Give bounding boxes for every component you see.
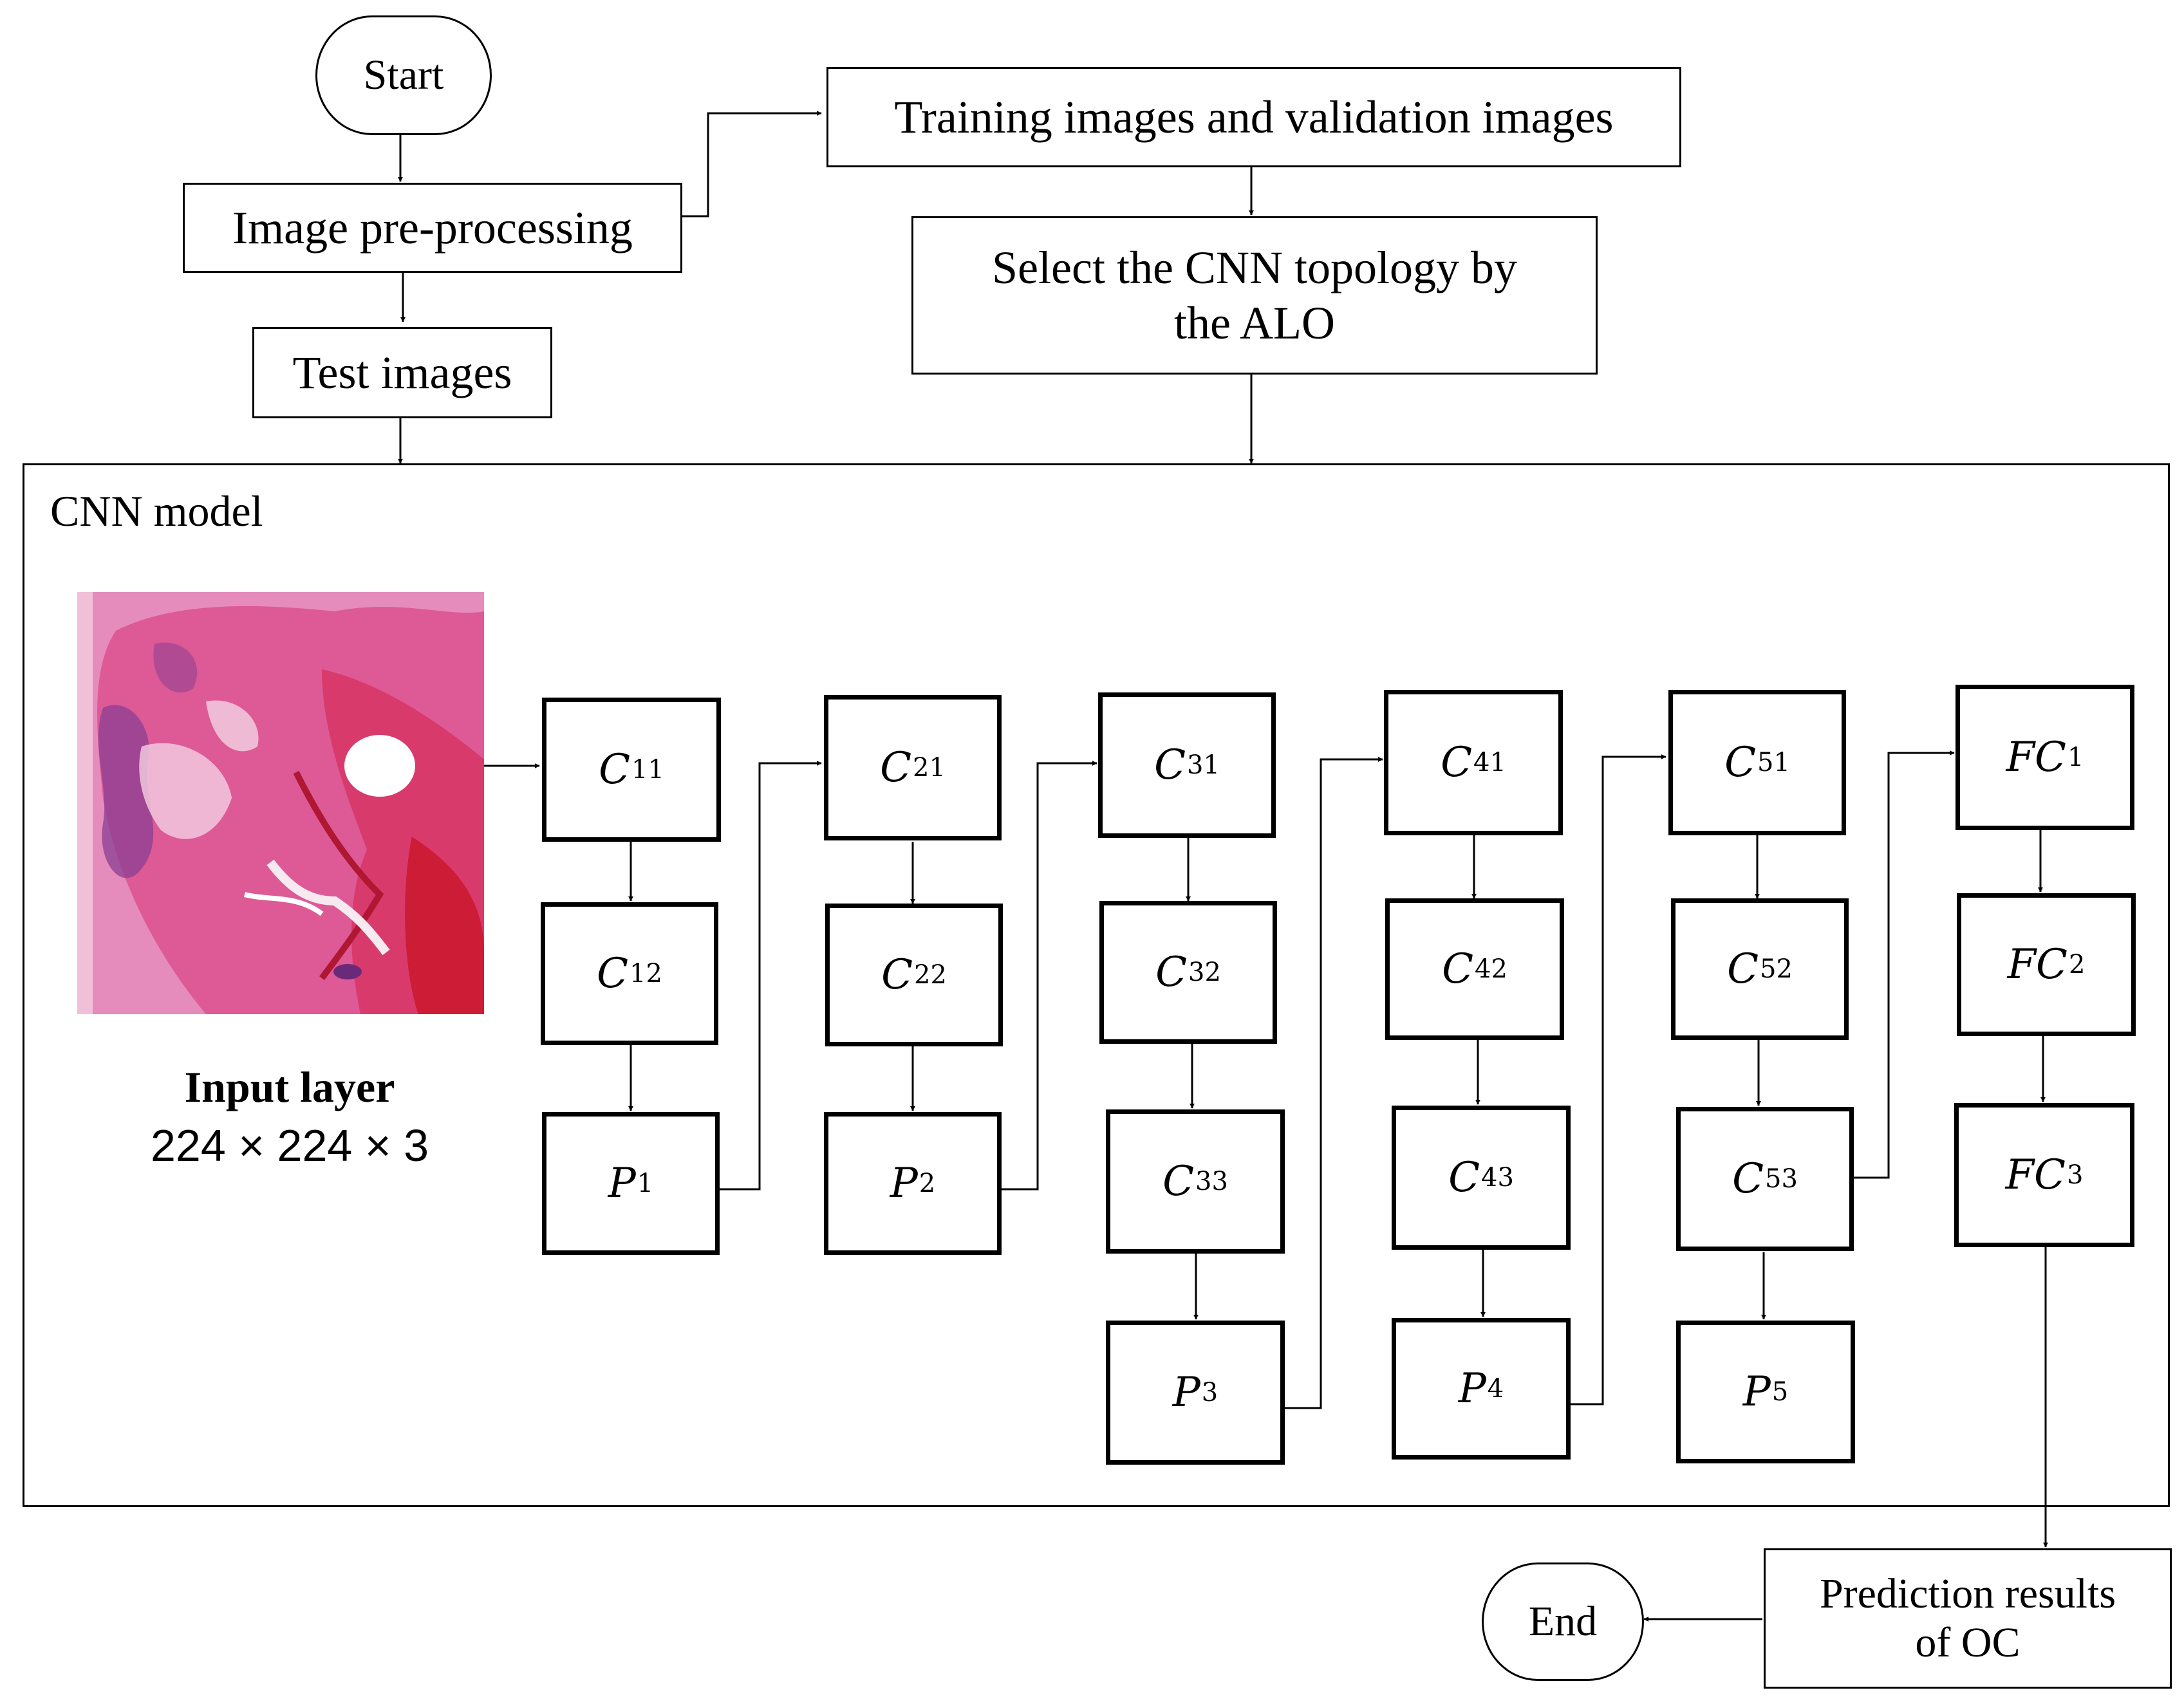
training-validation-label: Training images and validation images xyxy=(894,91,1614,143)
layer-fc2-symbol: FC xyxy=(2007,941,2067,988)
layer-fc3-index: 3 xyxy=(2066,1160,2084,1190)
layer-fc1-symbol: FC xyxy=(2006,734,2066,781)
layer-c32-symbol: C xyxy=(1155,949,1188,996)
layer-p2-index: 2 xyxy=(919,1169,936,1198)
layer-c42-index: 42 xyxy=(1475,954,1507,984)
start-label: Start xyxy=(363,51,444,99)
layer-c51-symbol: C xyxy=(1724,739,1757,786)
layer-c52-symbol: C xyxy=(1727,945,1759,993)
select-topology-box: Select the CNN topology by the ALO xyxy=(911,216,1598,375)
layer-p4-symbol: P xyxy=(1458,1365,1486,1413)
start-terminal: Start xyxy=(315,15,492,135)
layer-p2-symbol: P xyxy=(890,1160,918,1207)
layer-c41-symbol: C xyxy=(1441,739,1473,786)
layer-c21-symbol: C xyxy=(880,744,912,792)
layer-p4-index: 4 xyxy=(1487,1374,1504,1404)
layer-c43-index: 43 xyxy=(1481,1163,1514,1192)
layer-p1-symbol: P xyxy=(608,1160,636,1207)
prediction-results-box: Prediction results of OC xyxy=(1764,1548,2172,1689)
layer-c21-index: 21 xyxy=(913,753,946,783)
cnn-model-container xyxy=(23,463,2170,1507)
cnn-model-title: CNN model xyxy=(50,487,263,535)
select-topology-label-line1: Select the CNN topology by xyxy=(992,241,1517,293)
layer-c12-symbol: C xyxy=(597,950,629,997)
layer-p5-index: 5 xyxy=(1771,1377,1789,1407)
test-images-label: Test images xyxy=(292,346,512,398)
input-histology-image xyxy=(77,592,484,1014)
layer-c11-symbol: C xyxy=(599,746,631,793)
test-images-box: Test images xyxy=(252,327,552,418)
layer-p5-symbol: P xyxy=(1742,1368,1771,1416)
select-topology-label-line2: the ALO xyxy=(1174,297,1335,349)
training-validation-box: Training images and validation images xyxy=(826,67,1681,167)
prediction-results-label-line2: of OC xyxy=(1915,1619,2021,1666)
end-label: End xyxy=(1528,1598,1598,1645)
layer-p3-symbol: P xyxy=(1172,1369,1200,1416)
layer-c42-symbol: C xyxy=(1442,945,1474,993)
layer-c12-index: 12 xyxy=(630,959,662,988)
layer-fc1-index: 1 xyxy=(2067,743,2084,772)
layer-c53-index: 53 xyxy=(1765,1164,1798,1194)
layer-c31-symbol: C xyxy=(1154,741,1186,789)
layer-p1-index: 1 xyxy=(637,1169,654,1198)
layer-c22-index: 22 xyxy=(914,960,947,990)
layer-c53-symbol: C xyxy=(1732,1155,1764,1203)
layer-c41-index: 41 xyxy=(1473,748,1506,777)
layer-c11-index: 11 xyxy=(631,755,664,784)
layer-c52-index: 52 xyxy=(1760,954,1793,984)
prediction-results-label-line1: Prediction results xyxy=(1819,1570,2116,1618)
layer-fc3-symbol: FC xyxy=(2005,1151,2066,1199)
layer-c31-index: 31 xyxy=(1187,750,1220,780)
input-layer-dimensions: 224 × 224 × 3 xyxy=(150,1120,429,1171)
end-terminal: End xyxy=(1482,1562,1644,1681)
input-layer-title: Input layer xyxy=(184,1062,395,1111)
layer-c22-symbol: C xyxy=(881,951,913,999)
layer-c51-index: 51 xyxy=(1757,748,1790,777)
layer-c32-index: 32 xyxy=(1188,958,1221,987)
layer-c33-symbol: C xyxy=(1162,1158,1195,1205)
layer-p3-index: 3 xyxy=(1201,1378,1218,1407)
layer-c33-index: 33 xyxy=(1195,1167,1228,1196)
layer-c43-symbol: C xyxy=(1448,1154,1480,1201)
layer-fc2-index: 2 xyxy=(2068,950,2086,979)
image-preprocessing-label: Image pre-processing xyxy=(232,201,633,254)
image-preprocessing-box: Image pre-processing xyxy=(183,183,682,273)
